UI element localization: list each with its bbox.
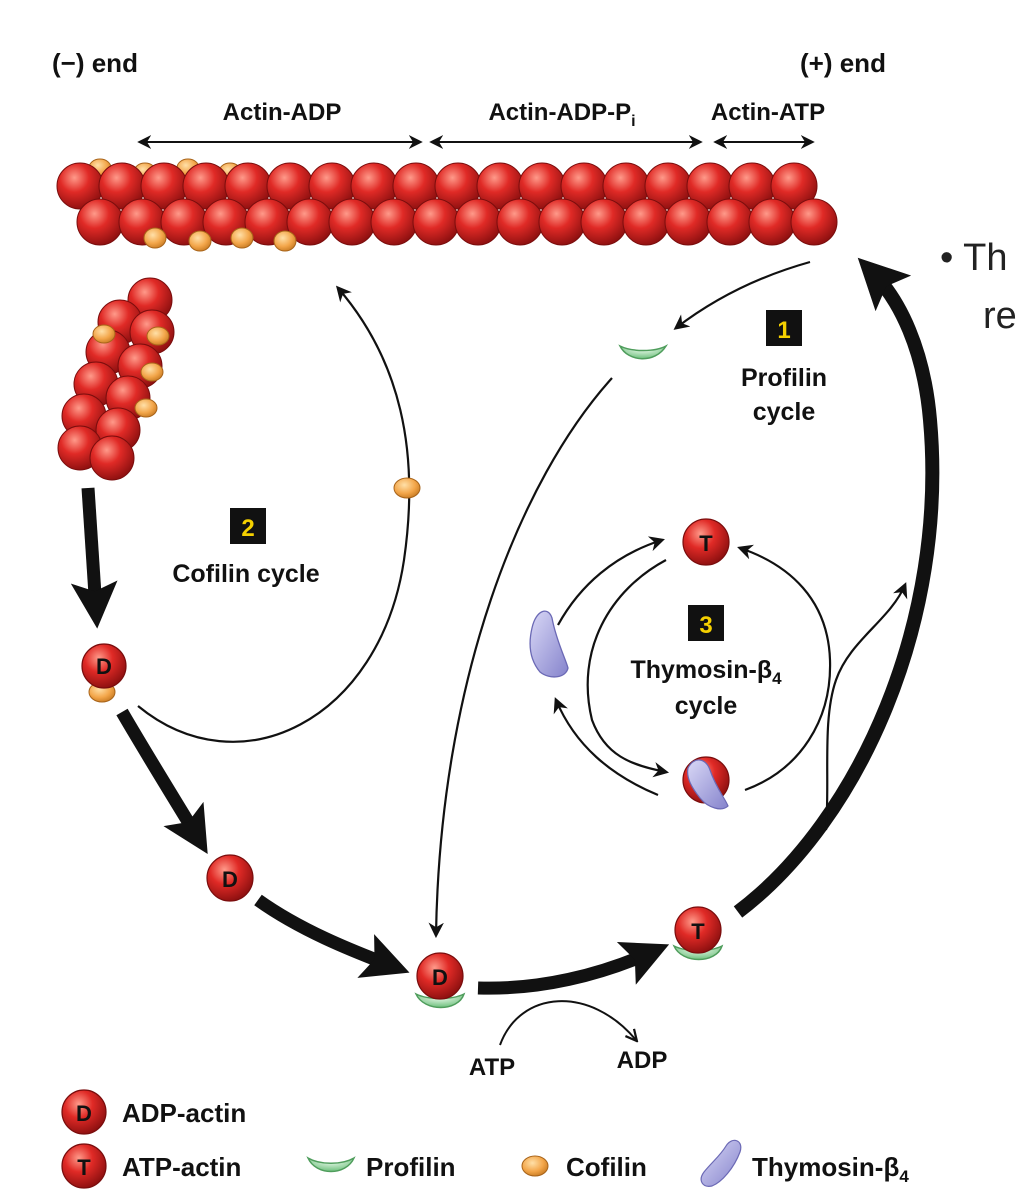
atp-adp-exchange-arrow [499, 1000, 636, 1046]
slide-bullet-text: • Th [940, 237, 1008, 279]
profilin-cycle-label-line1: Profilin [741, 364, 827, 392]
filament-cofilin [188, 230, 212, 252]
cofilin-cycle-badge: 2 [230, 508, 266, 544]
legend: D ADP-actin T ATP-actin Profilin Cofilin… [61, 1089, 909, 1189]
nucleotide-exchange-arrow [477, 941, 670, 995]
fragment-cofilin [140, 362, 164, 382]
legend-atp-actin-label: ATP-actin [122, 1152, 241, 1182]
profilin-free [618, 344, 669, 360]
monomer-letter: T [77, 1155, 91, 1180]
monomer-letter: D [432, 965, 448, 990]
thymosin-release-arrow [553, 697, 659, 797]
legend-adp-actin-label: ADP-actin [122, 1098, 246, 1128]
profilin-binding-arrow [254, 894, 410, 978]
legend-cofilin-icon [521, 1155, 549, 1177]
thymosin-bind-arrow-upper [557, 536, 665, 626]
fragment-cofilin [146, 326, 170, 346]
monomer-letter: D [76, 1101, 92, 1126]
filament-cofilin [143, 227, 167, 249]
cofilin-release-arrow [116, 708, 208, 855]
legend-thymosin-label: Thymosin-β4 [752, 1152, 909, 1186]
actin-subunit [370, 198, 418, 246]
depolymerization-arrow [70, 487, 118, 629]
actin-subunit [790, 198, 838, 246]
thymosin-cycle-label-line1: Thymosin-β4 [630, 656, 782, 688]
thymosin-cycle-label-line2: cycle [675, 692, 738, 720]
monomer-letter: D [96, 654, 112, 679]
thymosin-dissociate-arrow [737, 544, 832, 792]
fragment-cofilin [134, 398, 158, 418]
profilin-cycle-label-line2: cycle [753, 398, 816, 426]
minus-end-label: (−) end [52, 48, 138, 78]
actin-subunit [664, 198, 712, 246]
adp-label: ADP [617, 1047, 668, 1074]
atp-actin-thymosin-complex [682, 756, 730, 810]
thymosin-cycle-badge: 3 [688, 605, 724, 641]
monomer-letter: D [222, 867, 238, 892]
plus-end-label: (+) end [800, 48, 886, 78]
adp-actin-free: D [206, 854, 254, 902]
actin-subunit [622, 198, 670, 246]
actin-atp-label: Actin-ATP [711, 99, 825, 126]
legend-cofilin-label: Cofilin [566, 1152, 647, 1182]
actin-subunit [706, 198, 754, 246]
legend-thymosin-icon [700, 1139, 742, 1187]
profilin-cycle-badge: 1 [766, 310, 802, 346]
adp-actin-profilin-complex: D [414, 952, 466, 1009]
filament-cofilin [273, 230, 297, 252]
actin-filament [56, 158, 838, 252]
monomer-letter: T [691, 919, 705, 944]
adp-actin-cofilin-complex: D [81, 643, 127, 703]
thymosin-cycle-number: 3 [699, 612, 712, 639]
monomer-letter: T [699, 531, 713, 556]
thymosin-free [529, 610, 569, 678]
actin-subunit [454, 198, 502, 246]
actin-subunit [496, 198, 544, 246]
actin-subunit [580, 198, 628, 246]
profilin-recycle-arrow [428, 377, 613, 939]
thymosin-bind-arrow-lower [586, 559, 670, 778]
profilin-release-arrow [673, 260, 811, 330]
fragment-subunit [89, 435, 135, 481]
actin-subunit [770, 162, 818, 210]
legend-atp-actin-icon: T [61, 1143, 107, 1189]
atp-actin-to-filament-arrow [824, 582, 908, 831]
atp-actin-free: T [682, 518, 730, 566]
actin-adp-label: Actin-ADP [223, 99, 342, 126]
cofilin-free [393, 477, 421, 499]
filament-cofilin [230, 227, 254, 249]
legend-profilin-label: Profilin [366, 1152, 456, 1182]
legend-adp-actin-icon: D [61, 1089, 107, 1135]
polymerization-arrow [733, 257, 940, 918]
fragment-cofilin [92, 324, 116, 344]
cofilin-cycle-number: 2 [241, 515, 254, 542]
actin-subunit [748, 198, 796, 246]
cofilin-recycle-arrow [137, 285, 411, 743]
severed-filament-fragment [57, 277, 175, 481]
legend-profilin-icon [306, 1156, 356, 1173]
slide-text-line2: re [983, 295, 1017, 337]
atp-actin-profilin-complex: T [672, 906, 724, 961]
cofilin-cycle-label: Cofilin cycle [172, 560, 319, 588]
actin-subunit [76, 198, 124, 246]
atp-label: ATP [469, 1054, 515, 1081]
actin-subunit [328, 198, 376, 246]
profilin-cycle-number: 1 [777, 317, 790, 344]
actin-adp-pi-label: Actin-ADP-Pi [488, 99, 635, 130]
actin-subunit [538, 198, 586, 246]
actin-subunit [412, 198, 460, 246]
